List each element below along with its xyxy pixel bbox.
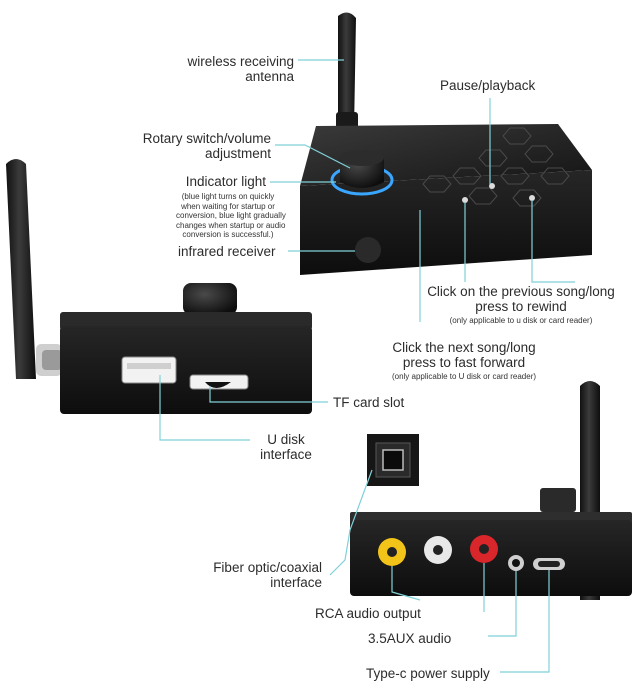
u-disk-label-line-2: interface [260,447,312,462]
indicator-title: Indicator light [185,174,266,189]
antenna-icon [6,159,36,379]
fiber-label-line-2: interface [270,575,322,590]
antenna-icon [338,12,356,131]
optical-port-icon [367,434,419,486]
usb-port-icon [121,356,177,384]
aux-jack-icon [508,555,524,571]
antenna-label-line-2: antenna [245,69,294,84]
fiber-label-line-1: Fiber optic/coaxial [213,560,322,575]
infrared-label: infrared receiver [178,244,276,259]
indicator-note-line-4: changes when startup or audio [176,220,286,230]
typec-label: Type-c power supply [366,666,490,681]
previous-label: Click on the previous song/long press to… [418,284,624,326]
next-label: Click the next song/long press to fast f… [382,340,546,382]
indicator-note-line-1: (blue light turns on quickly [181,192,275,201]
pause-label: Pause/playback [440,78,536,93]
previous-label-line-2: press to rewind [475,299,567,314]
indicator-label: Indicator light [186,174,266,189]
previous-label-line-1: Click on the previous song/long [427,284,615,299]
rca-jack-icon [378,535,498,566]
fiber-label: Fiber optic/coaxial interface [213,560,322,590]
next-label-line-2: press to fast forward [402,355,526,370]
indicator-note-line-2: when waiting for startup or [181,201,275,211]
device-top-view [300,12,592,275]
device-side-view [6,159,312,414]
aux-label: 3.5AUX audio [368,631,452,646]
rotary-label-line-1: Rotary switch/volume [142,131,271,146]
next-button-dot [529,195,535,201]
antenna-label: wireless receiving antenna [187,54,294,84]
previous-note: (only applicable to u disk or card reade… [449,316,593,325]
tf-card-slot-icon [189,374,249,390]
u-disk-label-line-1: U disk [267,432,305,447]
rotary-label-line-2: adjustment [204,146,271,161]
rca-label: RCA audio output [315,606,421,621]
indicator-note-line-3: conversion, blue light gradually [176,211,286,220]
infrared-receiver-window [355,237,381,263]
rotary-knob-icon [183,283,237,315]
previous-button-dot [462,197,468,203]
rotary-label: Rotary switch/volume adjustment [143,131,271,161]
indicator-note: (blue light turns on quickly when waitin… [176,192,286,240]
indicator-note-line-5: conversion is successful.) [182,230,274,239]
tf-card-label: TF card slot [333,395,405,410]
usb-c-port-icon [533,558,565,570]
u-disk-label: U disk interface [254,432,318,462]
device-back-view [350,381,632,600]
pause-button-dot [489,183,495,189]
callout-lines [159,59,575,673]
antenna-label-line-1: wireless receiving [187,54,294,69]
next-label-line-1: Click the next song/long [392,340,536,355]
next-note: (only applicable to U disk or card reade… [391,372,537,381]
